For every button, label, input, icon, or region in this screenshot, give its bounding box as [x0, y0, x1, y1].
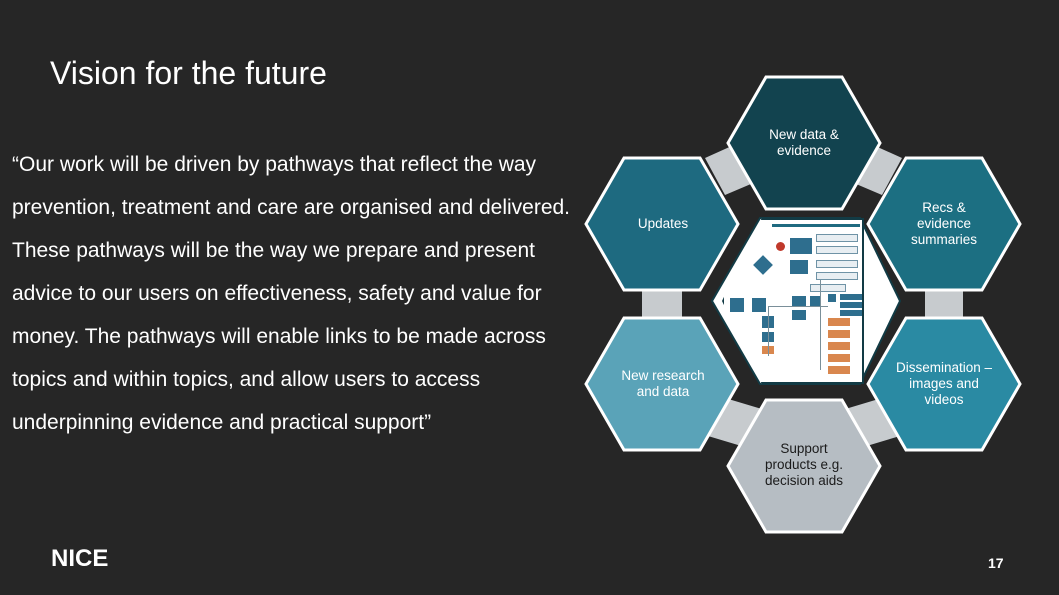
hex-label-updates: Updates [637, 216, 689, 231]
hex-label-dissemination: Dissemination – images and videos [895, 360, 993, 407]
pathway-node [810, 284, 846, 292]
pathway-node [840, 310, 862, 316]
pathway-node [730, 298, 744, 312]
hex-label-recs: Recs & evidence summaries [910, 200, 977, 247]
pathway-node [828, 342, 850, 350]
pathway-node [828, 294, 836, 302]
hex-new-research [584, 316, 740, 452]
hex-support [726, 398, 882, 534]
hex-label-support: Support products e.g. decision aids [764, 441, 844, 488]
pathway-node [790, 238, 812, 254]
hex-label-new-research: New research and data [621, 368, 705, 399]
pathway-node [828, 318, 850, 326]
connector-left [642, 284, 682, 318]
pathway-node [828, 366, 850, 374]
pathway-node [840, 302, 862, 308]
pathway-node [840, 294, 862, 300]
pathway-node [790, 260, 808, 274]
pathway-node [753, 255, 773, 275]
pathway-node [816, 234, 858, 242]
hex-label-new-data: New data & evidence [769, 127, 839, 158]
pathway-connector [768, 306, 828, 307]
pathway-node [810, 296, 820, 306]
hex-recs [866, 156, 1022, 292]
pathway-node [816, 260, 858, 268]
connector-right [925, 284, 963, 318]
pathway-start-node [776, 242, 785, 251]
pathway-node [828, 330, 850, 338]
page-number: 17 [988, 555, 1004, 571]
pathway-connector [820, 280, 821, 370]
hex-updates [584, 156, 740, 292]
hex-dissemination [866, 316, 1022, 452]
pathway-node [792, 296, 806, 306]
slide-title: Vision for the future [50, 55, 327, 91]
pathway-node [792, 310, 806, 320]
hex-new-data [726, 75, 882, 211]
pathway-node [816, 272, 858, 280]
pathway-node [828, 354, 850, 362]
pathway-node [752, 298, 766, 312]
vision-quote: “Our work will be driven by pathways tha… [12, 153, 571, 434]
nice-logo: NICE [51, 545, 109, 572]
pathway-title-bar [772, 224, 860, 227]
pathway-connector [768, 306, 769, 356]
pathway-node [816, 246, 858, 254]
